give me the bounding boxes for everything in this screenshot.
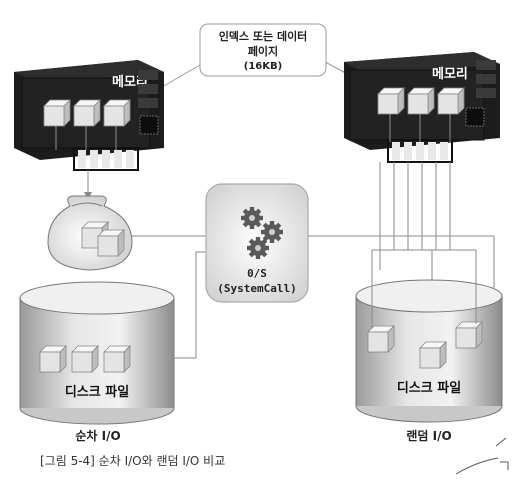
sequential-io-caption: 순차 I/O — [75, 428, 120, 443]
buffer-bag — [47, 195, 133, 271]
disk-left: 디스크 파일 — [19, 281, 175, 425]
figure-caption: [그림 5-4] 순차 I/O와 랜덤 I/O 비교 — [40, 454, 226, 468]
disk-left-label: 디스크 파일 — [65, 384, 129, 400]
callout-line-1: 인덱스 또는 데이터 — [219, 29, 308, 43]
disk-right-label: 디스크 파일 — [397, 380, 461, 396]
disk-right: 디스크 파일 — [355, 252, 503, 423]
memory-pages-right — [377, 87, 465, 115]
memory-board-left: 메모리 — [14, 60, 164, 171]
os-systemcall-box: 0/S (SystemCall) — [205, 183, 309, 303]
callout-line-2: 페이지 — [248, 44, 278, 58]
random-io-caption: 랜덤 I/O — [406, 428, 451, 443]
os-line-1: 0/S — [247, 267, 267, 280]
memory-pages-left — [43, 99, 131, 127]
memory-board-right: 메모리 — [344, 52, 500, 163]
memory-label-right: 메모리 — [432, 66, 468, 82]
page-size-callout: 인덱스 또는 데이터 페이지 (16KB) — [199, 23, 327, 77]
callout-line-3: (16KB) — [244, 61, 282, 72]
disk-left-pages — [39, 345, 131, 373]
os-line-2: (SystemCall) — [217, 282, 296, 295]
pen-scribble — [455, 437, 509, 475]
